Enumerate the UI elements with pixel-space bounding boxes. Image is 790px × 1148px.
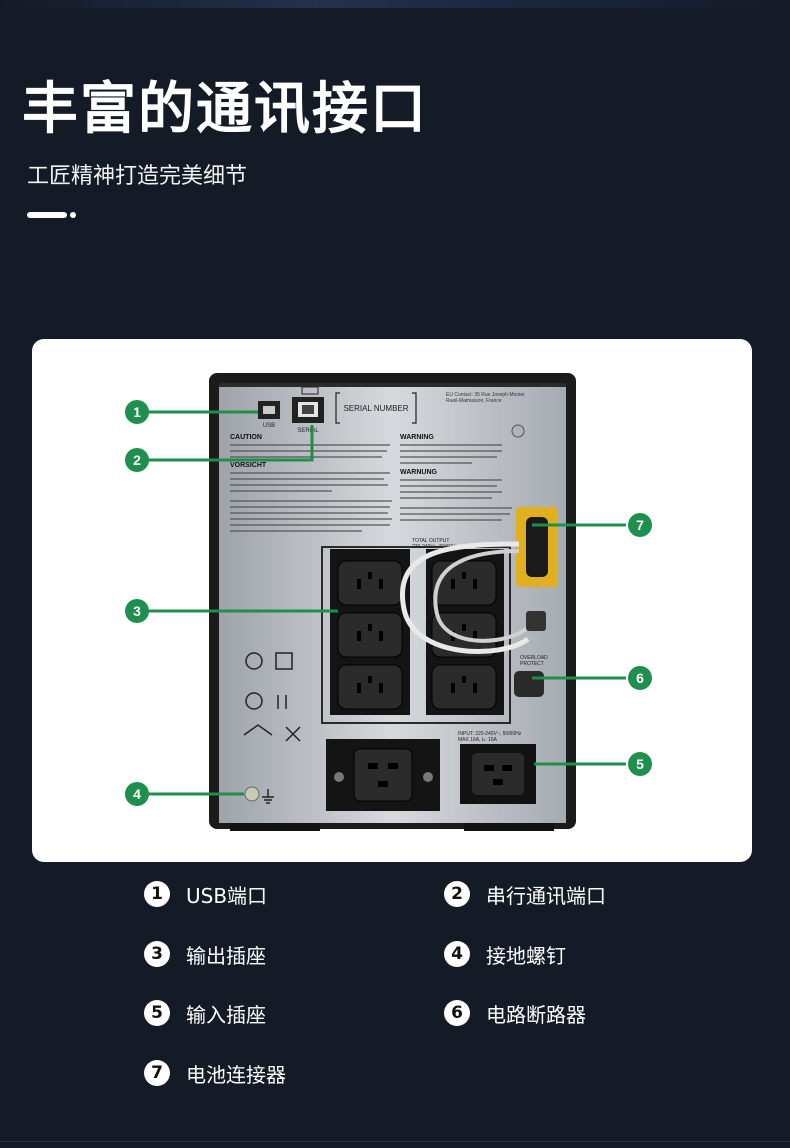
battery-cable (400, 541, 530, 654)
warning-heading: WARNING (400, 434, 434, 441)
eu-city: Rueil-Malmaison, France (446, 398, 502, 404)
legend-item-usb: 1 USB端口 (144, 879, 267, 909)
eu-contact: EU Contact: 35 Rue Joseph Monier (446, 392, 525, 398)
serial-number-box (335, 392, 417, 424)
legend-item-circuit-breaker: 6 电路断路器 (444, 998, 586, 1028)
legend-label: 电池连接器 (186, 1062, 286, 1087)
callout-3 (125, 599, 149, 623)
serial-number-label: SERIAL NUMBER (343, 404, 408, 413)
callout-lines (148, 410, 626, 796)
legend-number: 7 (144, 1060, 170, 1086)
vorsicht-text-lines (230, 472, 392, 532)
legend-label: 串行通讯端口 (486, 883, 606, 908)
legend-label: 电路断路器 (486, 1002, 586, 1027)
input-spec: MAX 16A, Iₙ: 16A (458, 737, 498, 743)
callout-markers (125, 400, 652, 806)
warnung-text-lines (400, 479, 512, 521)
overload-label: OVERLOAD (520, 655, 548, 661)
protect-label: PROTECT (520, 661, 544, 667)
callout-7 (628, 513, 652, 537)
input-label: INPUT: 220-240V~, 50/60Hz (458, 731, 522, 737)
legend-number: 4 (444, 941, 470, 967)
vorsicht-heading: VORSICHT (230, 462, 267, 469)
callout-6-num: 6 (636, 670, 644, 686)
decorative-dash (27, 212, 67, 218)
page-title: 丰富的通讯接口 (22, 77, 428, 142)
output-label: TOTAL OUTPUT (412, 538, 449, 544)
legend-label: 输入插座 (186, 1002, 266, 1027)
legend-item-output-outlets: 3 输出插座 (144, 939, 266, 969)
callout-2 (125, 448, 149, 472)
legend-number: 2 (444, 881, 470, 907)
warnung-heading: WARNUNG (400, 469, 437, 476)
legend-number: 3 (144, 941, 170, 967)
ground-symbol (262, 789, 274, 804)
legend-label: USB端口 (186, 883, 268, 908)
decorative-dot (70, 212, 76, 218)
callout-4 (125, 782, 149, 806)
bottom-divider (0, 1141, 790, 1142)
callout-5-num: 5 (636, 756, 644, 772)
callout-4-num: 4 (133, 786, 141, 802)
callout-1-num: 1 (133, 404, 141, 420)
legend-label: 输出插座 (186, 943, 266, 968)
legend-item-battery-connector: 7 电池连接器 (144, 1058, 286, 1088)
callout-3-num: 3 (133, 603, 141, 619)
ground-screw (244, 786, 260, 802)
certification-marks (243, 652, 301, 742)
legend-number: 6 (444, 1000, 470, 1026)
legend-item-serial: 2 串行通讯端口 (444, 879, 606, 909)
callout-7-num: 7 (636, 517, 644, 533)
callout-5 (628, 752, 652, 776)
legend-number: 5 (144, 1000, 170, 1026)
legend-label: 接地螺钉 (486, 943, 566, 968)
caution-heading: CAUTION (230, 434, 262, 441)
panel-screw (511, 424, 525, 438)
callout-1 (125, 400, 149, 424)
callout-6 (628, 666, 652, 690)
ups-rear-panel-illustration: USB SERIAL SERIAL NUMBER EU Contact: 35 … (125, 373, 652, 831)
callout-2-num: 2 (133, 452, 141, 468)
product-image-card: USB SERIAL SERIAL NUMBER EU Contact: 35 … (32, 339, 752, 862)
top-edge-glow (0, 0, 790, 8)
serial-label: SERIAL (297, 428, 319, 434)
breaker-clip (526, 611, 546, 631)
legend-number: 1 (144, 881, 170, 907)
caution-text-lines (230, 444, 390, 458)
circuit-breaker (514, 671, 544, 697)
warning-text-lines (400, 444, 502, 464)
legend-item-input-socket: 5 输入插座 (144, 998, 266, 1028)
usb-label: USB (263, 423, 275, 429)
page-subtitle: 工匠精神打造完美细节 (27, 164, 248, 189)
legend-item-ground-screw: 4 接地螺钉 (444, 939, 566, 969)
